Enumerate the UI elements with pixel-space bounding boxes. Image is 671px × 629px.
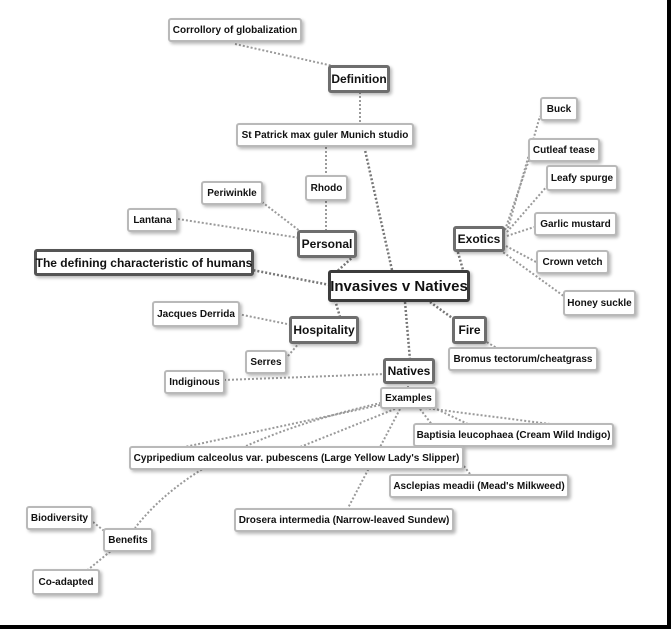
node-drosera[interactable]: Drosera intermedia (Narrow-leaved Sundew… xyxy=(234,508,454,532)
node-natives[interactable]: Natives xyxy=(383,358,435,384)
node-root[interactable]: Invasives v Natives xyxy=(328,270,470,302)
node-serres[interactable]: Serres xyxy=(245,350,287,374)
node-indiginous[interactable]: Indiginous xyxy=(164,370,225,394)
link-derrida-hospitality xyxy=(237,313,293,326)
link-examples-baptisia xyxy=(429,405,471,426)
node-exotics[interactable]: Exotics xyxy=(453,226,505,252)
node-definition[interactable]: Definition xyxy=(328,65,390,93)
node-asclepias[interactable]: Asclepias meadii (Mead's Milkweed) xyxy=(389,474,569,498)
node-bromus-tectorum[interactable]: Bromus tectorum/cheatgrass xyxy=(448,347,598,371)
link-lantana-personal xyxy=(177,218,301,239)
link-indiginous-natives xyxy=(223,373,386,381)
link-exotics-cutleaf xyxy=(504,156,531,231)
node-hospitality[interactable]: Hospitality xyxy=(289,316,359,344)
node-buck[interactable]: Buck xyxy=(540,97,578,121)
node-jacques-derrida[interactable]: Jacques Derrida xyxy=(152,301,240,327)
node-lantana[interactable]: Lantana xyxy=(127,208,178,232)
link-root-hospitality xyxy=(333,299,342,318)
node-periwinkle[interactable]: Periwinkle xyxy=(201,181,263,205)
link-exotics-honey xyxy=(499,249,566,298)
node-co-adapted[interactable]: Co-adapted xyxy=(32,569,100,595)
node-rhodo[interactable]: Rhodo xyxy=(305,175,348,201)
link-exotics-garlic xyxy=(506,226,535,237)
link-root-natives xyxy=(403,301,412,361)
link-exotics-crown xyxy=(505,245,537,263)
node-cutleaf-tease[interactable]: Cutleaf tease xyxy=(528,138,600,162)
node-defining-characteristic[interactable]: The defining characteristic of humans xyxy=(34,249,254,276)
link-examples-cypripedium xyxy=(299,408,396,448)
node-biodiversity[interactable]: Biodiversity xyxy=(26,506,93,530)
link-root-definition xyxy=(363,149,394,271)
link-corollary-definition xyxy=(234,43,361,73)
link-exotics-buck xyxy=(507,115,541,229)
link-root-defining xyxy=(251,268,331,287)
link-examples-benefits xyxy=(134,401,386,529)
node-st-patrick[interactable]: St Patrick max guler Munich studio xyxy=(236,123,414,147)
node-cypripedium[interactable]: Cypripedium calceolus var. pubescens (La… xyxy=(129,446,464,470)
node-examples[interactable]: Examples xyxy=(380,387,437,409)
link-examples-drosera xyxy=(347,408,401,509)
link-root-fire xyxy=(429,300,456,322)
node-baptisia[interactable]: Baptisia leucophaea (Cream Wild Indigo) xyxy=(413,423,614,447)
node-crown-vetch[interactable]: Crown vetch xyxy=(536,250,609,274)
node-corollary[interactable]: Corrollory of globalization xyxy=(168,18,302,42)
link-examples-baptisia-b xyxy=(424,407,551,425)
node-personal[interactable]: Personal xyxy=(297,230,357,258)
node-leafy-spurge[interactable]: Leafy spurge xyxy=(546,165,618,191)
node-benefits[interactable]: Benefits xyxy=(103,528,153,552)
node-fire[interactable]: Fire xyxy=(452,316,487,344)
link-periwinkle-personal xyxy=(261,201,306,236)
node-garlic-mustard[interactable]: Garlic mustard xyxy=(534,212,617,236)
link-serres-hospitality xyxy=(287,341,301,357)
node-honey-suckle[interactable]: Honey suckle xyxy=(563,290,636,316)
